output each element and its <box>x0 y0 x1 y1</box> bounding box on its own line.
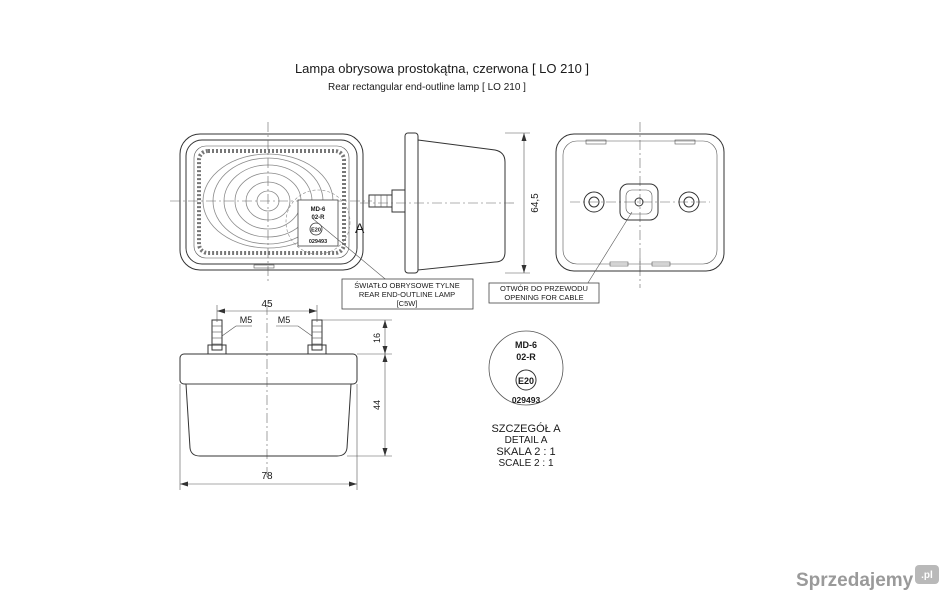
lamp-label-3: [C5W] <box>397 299 418 308</box>
thread-right: M5 <box>278 315 291 325</box>
side-view: 64,5 <box>360 132 541 274</box>
lamp-callout: ŚWIATŁO OBRYSOWE TYLNE REAR END-OUTLINE … <box>311 217 474 310</box>
watermark: Sprzedajemy .pl <box>796 565 939 591</box>
watermark-text: Sprzedajemy <box>796 570 914 591</box>
lens-border <box>193 145 350 259</box>
drawing-subtitle: Rear rectangular end-outline lamp [ LO 2… <box>328 82 526 93</box>
detail-marking-1: MD-6 <box>515 340 537 350</box>
lamp-label-2: REAR END-OUTLINE LAMP <box>359 290 455 299</box>
dim-bolt-height: 16 <box>372 333 382 343</box>
detail-marking-3: E20 <box>518 376 534 386</box>
cable-label-1: OTWÓR DO PRZEWODU <box>500 284 588 293</box>
dim-bolt-spacing: 45 <box>261 299 273 310</box>
cable-callout: OTWÓR DO PRZEWODU OPENING FOR CABLE <box>488 211 633 304</box>
detail-a-frame <box>488 330 564 406</box>
bottom-body <box>185 383 352 457</box>
dim-width: 78 <box>261 471 273 482</box>
bottom-view: 45 M5 M5 16 44 78 <box>179 299 392 490</box>
drawing-title: Lampa obrysowa prostokątna, czerwona [ L… <box>295 61 589 76</box>
dim-height-64-5: 64,5 <box>530 193 541 213</box>
watermark-badge-text: .pl <box>921 570 933 581</box>
front-marking-3: E20 <box>311 228 321 234</box>
front-marking-2: 02-R <box>311 215 325 221</box>
detail-caption-3: SKALA 2 : 1 <box>496 446 555 458</box>
detail-a: MD-6 02-R E20 029493 SZCZEGÓŁ A DETAIL A… <box>488 330 564 469</box>
detail-e-mark-circle <box>515 369 537 391</box>
front-marking-1: MD-6 <box>311 207 326 213</box>
detail-caption-4: SCALE 2 : 1 <box>498 458 553 469</box>
front-e-mark-circle <box>309 222 323 236</box>
side-bolt <box>368 194 393 208</box>
detail-caption-2: DETAIL A <box>505 435 548 446</box>
detail-a-marker: A <box>355 220 365 236</box>
front-inner-housing <box>185 139 358 265</box>
detail-marking-4: 029493 <box>512 395 541 405</box>
cable-opening <box>619 183 659 221</box>
watermark-badge <box>915 565 939 584</box>
rear-mount-right <box>678 191 700 213</box>
front-marking-4: 029493 <box>309 239 327 245</box>
side-nut <box>391 189 406 213</box>
detail-caption-1: SZCZEGÓŁ A <box>491 422 561 435</box>
rear-view <box>555 122 725 288</box>
detail-marking-2: 02-R <box>516 352 536 362</box>
lamp-label-1: ŚWIATŁO OBRYSOWE TYLNE <box>354 281 459 290</box>
dim-body-height: 44 <box>372 400 382 410</box>
thread-left: M5 <box>240 315 253 325</box>
side-body <box>417 139 506 271</box>
bottom-flange <box>179 353 358 385</box>
front-outer-housing <box>179 133 364 271</box>
rear-mount-left <box>583 191 605 213</box>
cable-label-2: OPENING FOR CABLE <box>504 293 583 302</box>
front-view: MD-6 02-R E20 029493 A <box>170 122 372 282</box>
detail-a-circle <box>285 189 351 255</box>
